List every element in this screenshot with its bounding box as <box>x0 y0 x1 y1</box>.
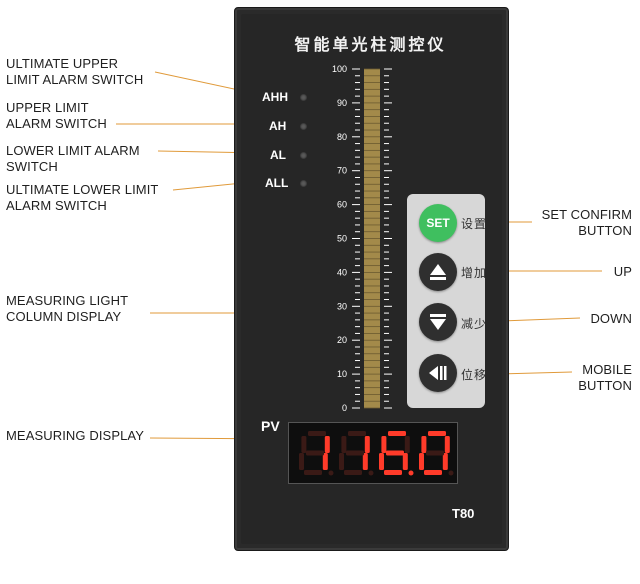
segment-a <box>388 431 406 436</box>
segment-e <box>419 453 424 470</box>
device-title: 智能单光柱测控仪 <box>294 37 447 54</box>
callout-all: ULTIMATE LOWER LIMIT ALARM SWITCH <box>6 182 159 213</box>
segment-a <box>428 431 446 436</box>
scale-tick-label: 80 <box>337 132 347 142</box>
seven-segment-digits <box>299 431 454 476</box>
decimal-point <box>368 470 374 476</box>
alarm-all-led <box>300 180 307 187</box>
set-button-cn: 设置 <box>461 217 488 231</box>
segment-f <box>341 436 347 453</box>
callout-down: DOWN <box>590 311 632 326</box>
model-label: T80 <box>452 506 475 521</box>
alarm-ah-label: AH <box>269 119 287 133</box>
callout-mobile: MOBILE BUTTON <box>578 362 632 393</box>
scale-tick-label: 0 <box>342 403 347 413</box>
segment-e <box>379 453 384 470</box>
decimal-point <box>328 470 334 476</box>
down-arrow-icon <box>430 314 446 330</box>
alarm-all-label: ALL <box>265 176 289 190</box>
segment-d <box>344 470 362 475</box>
segment-g <box>306 450 324 456</box>
segment-d <box>384 470 402 475</box>
scale-tick-label: 10 <box>337 369 347 379</box>
up-button[interactable] <box>419 253 457 291</box>
segment-b <box>364 436 370 453</box>
callout-up: UP <box>613 264 632 279</box>
alarm-ahh-label: AHH <box>262 90 288 104</box>
segment-c <box>322 453 328 470</box>
segment-c <box>362 453 368 470</box>
scale-tick-label: 30 <box>337 301 347 311</box>
callout-set: SET CONFIRM BUTTON <box>541 207 632 238</box>
scale-tick-label: 20 <box>337 335 347 345</box>
pv-label: PV <box>261 418 280 434</box>
scale-tick-label: 40 <box>337 267 347 277</box>
shift-button[interactable] <box>419 354 457 392</box>
scale-tick-label: 50 <box>337 234 347 244</box>
up-button-cn: 增加 <box>461 266 488 280</box>
callout-ahh: ULTIMATE UPPER LIMIT ALARM SWITCH <box>6 56 144 87</box>
alarm-ahh-led <box>300 94 307 101</box>
segment-b <box>324 436 330 453</box>
alarm-al-label: AL <box>270 148 286 162</box>
segment-g <box>426 450 444 456</box>
segment-f <box>301 436 307 453</box>
callout-display: MEASURING DISPLAY <box>6 428 144 443</box>
segment-d <box>304 470 322 475</box>
shift-button-cn: 位移 <box>461 368 488 382</box>
segment-a <box>308 431 326 436</box>
measuring-display <box>288 422 458 484</box>
segment-c <box>402 453 408 470</box>
segment-e <box>339 453 344 470</box>
segment-f <box>421 436 427 453</box>
segment-b <box>404 436 410 453</box>
segment-e <box>299 453 304 470</box>
callout-ah: UPPER LIMIT ALARM SWITCH <box>6 100 107 131</box>
segment-a <box>348 431 366 436</box>
segment-g <box>346 450 364 456</box>
up-arrow-icon <box>430 264 446 280</box>
callout-al: LOWER LIMIT ALARM SWITCH <box>6 143 140 174</box>
segment-f <box>381 436 387 453</box>
scale-tick-label: 60 <box>337 200 347 210</box>
down-button-cn: 减少 <box>461 317 488 331</box>
shift-left-icon <box>429 366 447 380</box>
decimal-point <box>448 470 454 476</box>
set-button[interactable]: SET <box>419 204 457 242</box>
set-button-label: SET <box>426 216 450 230</box>
scale-tick-label: 90 <box>337 98 347 108</box>
segment-c <box>442 453 448 470</box>
alarm-al-led <box>300 152 307 159</box>
callout-column: MEASURING LIGHT COLUMN DISPLAY <box>6 293 129 324</box>
segment-b <box>444 436 450 453</box>
scale-tick-label: 100 <box>332 64 347 74</box>
decimal-point <box>408 470 414 476</box>
down-button[interactable] <box>419 303 457 341</box>
segment-g <box>386 450 404 456</box>
alarm-ah-led <box>300 123 307 130</box>
scale-tick-label: 70 <box>337 166 347 176</box>
segment-d <box>424 470 442 475</box>
